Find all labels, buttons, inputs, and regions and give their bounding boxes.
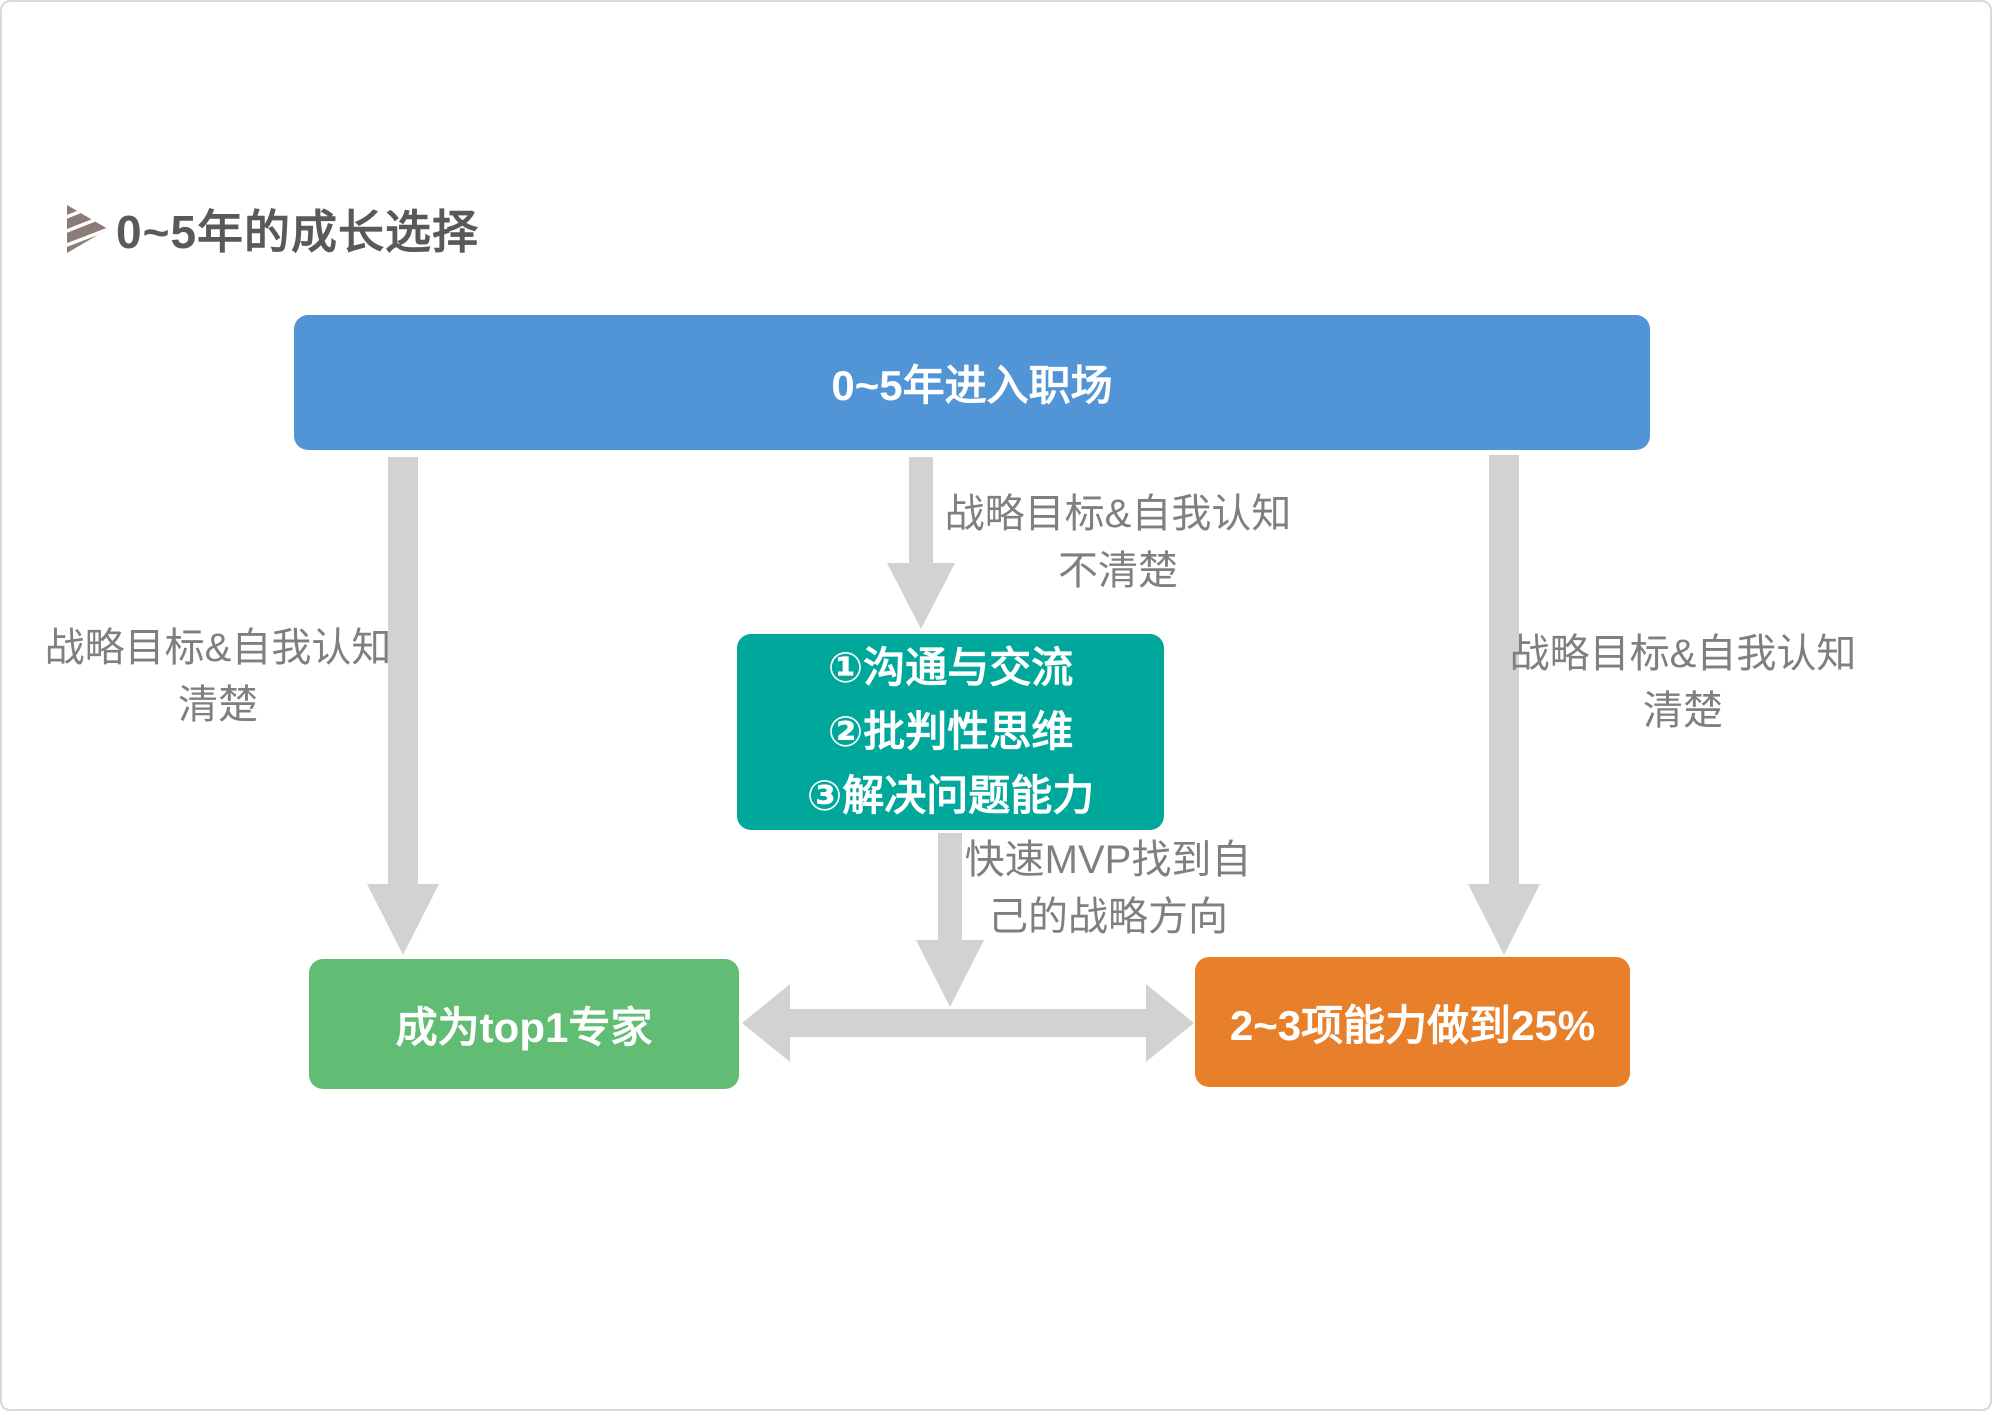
edge-label-middle-unclear: 战略目标&自我认知 不清楚 (932, 486, 1304, 600)
edge-label-right-clear: 战略目标&自我认知 清楚 (1497, 626, 1869, 740)
edge-label-middle-unclear-line1: 战略目标&自我认知 (944, 492, 1292, 536)
edge-label-left-clear-line1: 战略目标&自我认知 (44, 626, 392, 670)
node-skills-line-2: ②批判性思维 (827, 708, 1074, 755)
edge-label-left-clear: 战略目标&自我认知 清楚 (32, 620, 404, 734)
arrow-expert-ability-double-icon (742, 984, 1194, 1062)
edge-label-mvp-line2: 己的战略方向 (988, 895, 1228, 939)
page-title: 0~5年的成长选择 (116, 206, 480, 258)
node-expert: 成为top1专家 (309, 959, 739, 1089)
node-skills: ①沟通与交流 ②批判性思维 ③解决问题能力 (737, 634, 1164, 830)
edge-label-mvp: 快速MVP找到自 己的战略方向 (922, 832, 1294, 946)
edge-label-left-clear-line2: 清楚 (178, 683, 258, 727)
edge-label-right-clear-line1: 战略目标&自我认知 (1509, 632, 1857, 676)
node-entry: 0~5年进入职场 (294, 315, 1650, 450)
edge-label-right-clear-line2: 清楚 (1643, 689, 1723, 733)
title-row: 0~5年的成长选择 (62, 196, 479, 262)
node-skills-line-3: ③解决问题能力 (806, 772, 1095, 819)
node-ability-label: 2~3项能力做到25% (1229, 1001, 1596, 1049)
node-expert-label: 成为top1专家 (395, 1003, 653, 1051)
node-ability: 2~3项能力做到25% (1195, 957, 1630, 1087)
edge-label-mvp-line1: 快速MVP找到自 (964, 838, 1252, 882)
node-entry-label: 0~5年进入职场 (831, 362, 1113, 409)
striped-play-triangle-icon (67, 205, 108, 253)
edge-label-middle-unclear-line2: 不清楚 (1058, 549, 1178, 593)
node-skills-line-1: ①沟通与交流 (827, 644, 1074, 691)
